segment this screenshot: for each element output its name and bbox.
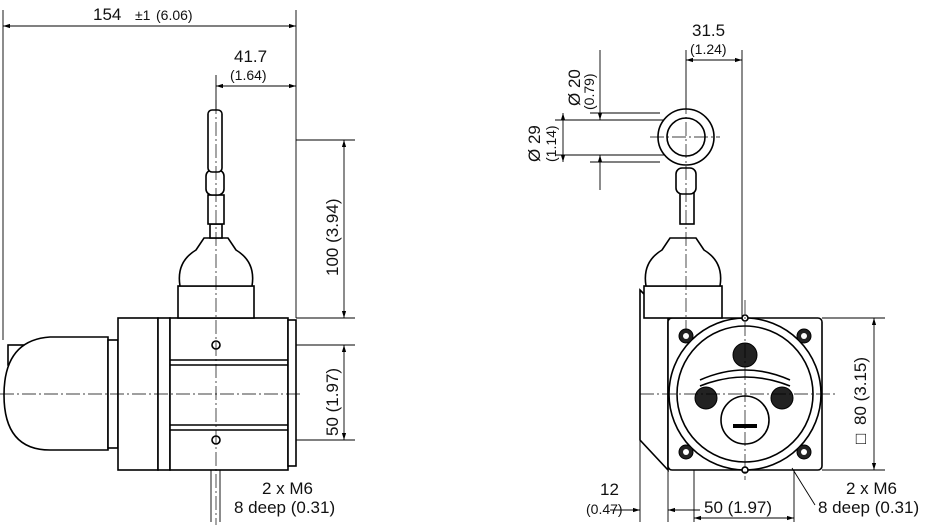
overall-length: 154 xyxy=(93,5,121,24)
ring-outer-dia: Ø 29 xyxy=(525,125,544,162)
front-view: 31.5 (1.24) Ø 20 (0.79) Ø 29 (1.14) □ 80… xyxy=(525,21,919,522)
hole-spacing: 50 (1.97) xyxy=(323,368,342,436)
width-offset-in: (1.24) xyxy=(690,41,727,57)
encoder-housing xyxy=(3,336,109,451)
connector-left xyxy=(694,386,718,410)
width-offset: 31.5 xyxy=(692,21,725,40)
ring-inner-dia: Ø 20 xyxy=(565,69,584,106)
thread-depth-front: 8 deep (0.31) xyxy=(818,498,919,517)
thread-count: 2 x M6 xyxy=(262,479,313,498)
hole-spacing-front: 50 (1.97) xyxy=(704,498,772,517)
overall-length-in: (6.06) xyxy=(156,7,193,23)
side-view: 154 ±1 (6.06) 41.7 (1.64) 100 (3.94) 50 … xyxy=(0,5,355,525)
cable-eyelet xyxy=(207,109,223,173)
flange-size: 80 (3.15) xyxy=(851,357,870,425)
overall-tolerance: ±1 xyxy=(135,7,151,23)
edge-offset-in: (0.47) xyxy=(586,501,623,517)
ring-outer-dia-in: (1.14) xyxy=(543,125,559,162)
thread-depth: 8 deep (0.31) xyxy=(234,498,335,517)
cable-offset: 41.7 xyxy=(234,47,267,66)
ring-inner-dia-in: (0.79) xyxy=(581,73,597,110)
cable-offset-in: (1.64) xyxy=(230,67,267,83)
thread-count-front: 2 x M6 xyxy=(846,479,897,498)
edge-offset: 12 xyxy=(600,480,619,499)
connector-right xyxy=(770,386,794,410)
height-to-axis: 100 (3.94) xyxy=(323,199,342,277)
square-symbol: □ xyxy=(851,434,870,444)
